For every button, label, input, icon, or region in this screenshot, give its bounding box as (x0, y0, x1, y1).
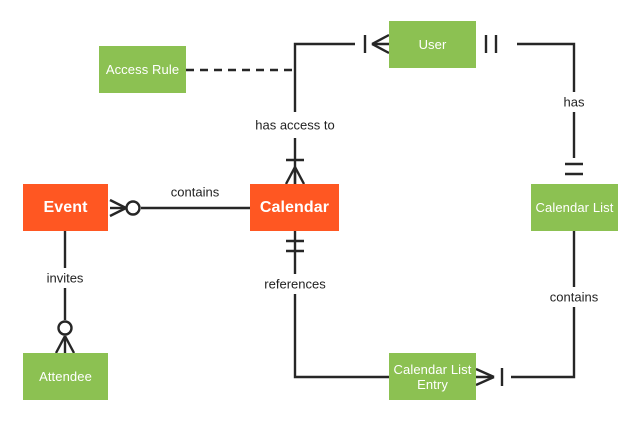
entity-event-label: Event (43, 199, 88, 216)
edge-label-invites: invites (43, 270, 87, 286)
edge-label-contains-calendar-list: contains (546, 289, 602, 305)
marker-calendar-bottom-exactly-one (286, 239, 304, 253)
edge-label-has: has (560, 94, 588, 110)
marker-user-right-exactly-one (484, 35, 498, 53)
entity-user-label: User (418, 37, 447, 52)
edge-user-has-access-to-calendar (293, 42, 355, 112)
edge-label-contains-calendar-list-text: contains (549, 289, 599, 305)
entity-calendar[interactable]: Calendar (250, 184, 339, 231)
entity-access-rule-label: Access Rule (105, 62, 180, 77)
marker-attendee-top-zero-or-many (54, 320, 76, 354)
edge-calendar-list-contains-entry-lower (511, 307, 576, 379)
edge-label-contains-event-calendar-text: contains (170, 184, 220, 200)
marker-event-right-zero-or-many (109, 198, 141, 218)
edge-label-has-text: has (563, 94, 585, 110)
entity-calendar-list-entry-label: Calendar List Entry (393, 361, 472, 392)
edge-label-contains-event-calendar: contains (167, 184, 223, 200)
edge-label-references: references (261, 276, 329, 292)
edge-user-has-calendar-list-upper (517, 42, 576, 92)
entity-user[interactable]: User (389, 21, 476, 68)
entity-attendee-label: Attendee (39, 369, 92, 384)
entity-event[interactable]: Event (23, 184, 108, 231)
edge-label-references-text: references (264, 276, 326, 292)
marker-calendar-list-entry-right-one-or-many (475, 367, 504, 387)
edge-label-invites-text: invites (46, 270, 84, 286)
entity-calendar-list-entry[interactable]: Calendar List Entry (389, 353, 476, 400)
marker-user-left-one-or-many (363, 33, 390, 55)
entity-calendar-list-label: Calendar List (535, 200, 614, 215)
entity-calendar-list[interactable]: Calendar List (531, 184, 618, 231)
entity-access-rule[interactable]: Access Rule (99, 46, 186, 93)
edge-calendar-references-entry-lower (293, 294, 389, 379)
marker-calendar-list-top-exactly-one (565, 162, 583, 176)
entity-calendar-label: Calendar (259, 199, 330, 216)
edge-label-has-access-to: has access to (252, 117, 338, 133)
entity-attendee[interactable]: Attendee (23, 353, 108, 400)
marker-calendar-top-one-or-many (284, 158, 306, 185)
edge-label-has-access-to-text: has access to (255, 117, 335, 133)
